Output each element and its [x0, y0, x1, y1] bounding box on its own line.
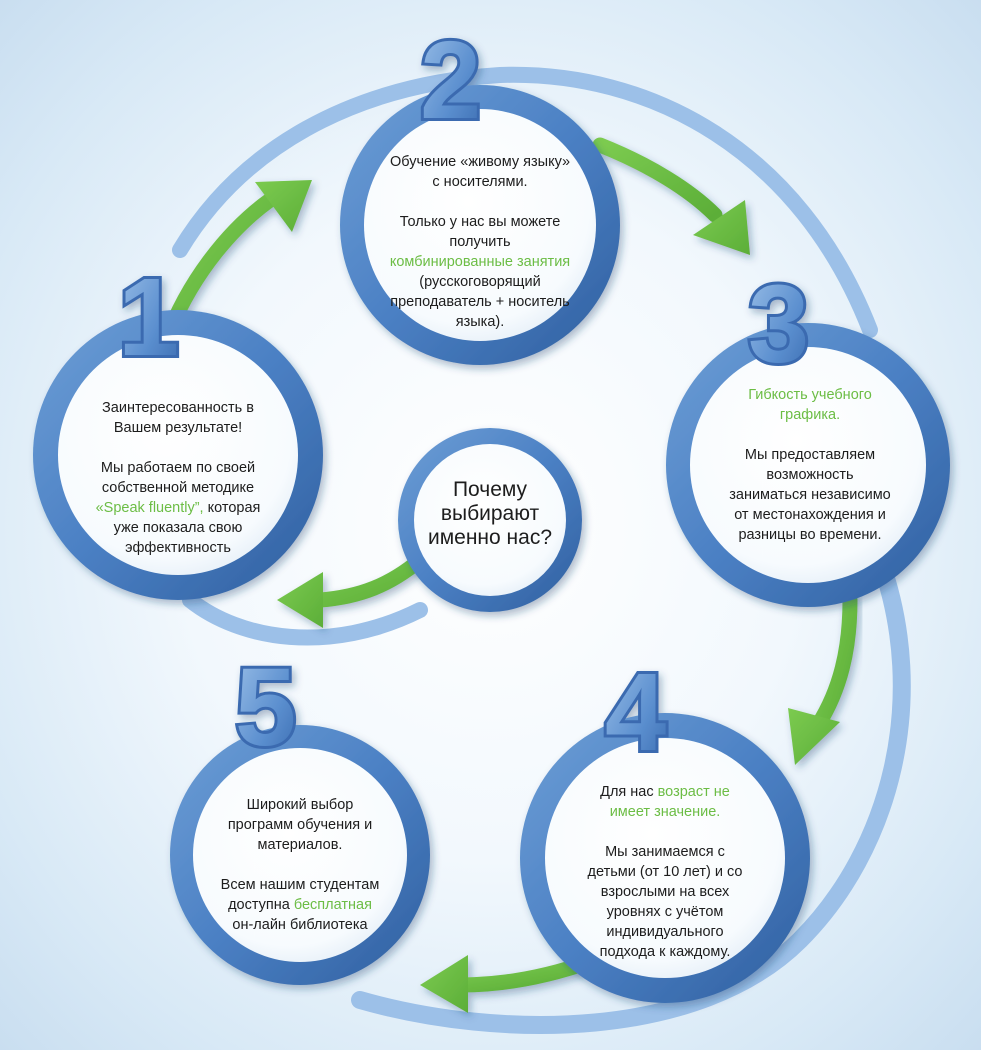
step-3-highlight-1: Гибкость учебного [748, 387, 872, 403]
step-3-line-1: Мы предоставляем [744, 447, 876, 463]
step-5-line-4: Всем нашим студентам [220, 877, 380, 893]
step-3-line-5: разницы во времени. [738, 527, 882, 543]
step-3-line-4: от местонахождения и [734, 507, 886, 523]
center-line-2: выбирают [440, 502, 540, 525]
step-2-line-3: Только у нас вы можете [399, 214, 561, 230]
step-1-line-5: «Speak fluently”, которая [78, 498, 278, 518]
step-4-highlight-1: возраст не [657, 784, 730, 800]
step-2-line-6: преподаватель + носитель [390, 294, 570, 310]
arrow-2-to-3 [592, 137, 750, 255]
step-4-line-0: Для нас возраст не [560, 782, 770, 802]
step-5-line-3: материалов. [257, 837, 343, 853]
step-1-line-2: Вашем результате! [113, 420, 243, 436]
step-5-line-1: Широкий выбор [246, 797, 354, 813]
step-4-line-3: взрослыми на всех [600, 884, 730, 900]
step-5-line-2: программ обучения и [227, 817, 373, 833]
step-3-line-3: заниматься независимо [729, 487, 891, 503]
step-1-highlight: «Speak fluently”, [95, 500, 204, 516]
step-2-line-7: языка). [455, 314, 505, 330]
step-1-line-4: собственной методике [101, 480, 255, 496]
step-1-line-1: Заинтересованность в [102, 400, 254, 416]
step-3-node: 3 [666, 260, 950, 607]
step-4-text: Для нас возраст не имеет значение. Мы за… [560, 782, 770, 962]
center-question: Почему выбирают именно нас? [415, 478, 565, 550]
outer-ring [172, 66, 911, 1034]
step-3-highlight-2: графика. [779, 407, 841, 423]
step-5-text: Широкий выбор программ обучения и матери… [205, 795, 395, 935]
step-5-line-6: он-лайн библиотека [232, 917, 368, 933]
step-1-line-5-rest: которая [203, 500, 261, 516]
step-5-node: 5 [170, 643, 430, 985]
step-3-text: Гибкость учебного графика. Мы предоставл… [705, 385, 915, 545]
arrow-4-to-5 [420, 955, 588, 1013]
step-4-number: 4 [605, 651, 666, 774]
step-4-line-5: индивидуального [606, 924, 724, 940]
step-1-text: Заинтересованность в Вашем результате! М… [78, 398, 278, 558]
step-2-node: 2 [340, 16, 620, 365]
step-4-highlight-2: имеет значение. [609, 804, 721, 820]
step-2-line-4: получить [449, 234, 511, 250]
arrow-3-to-4 [788, 592, 858, 765]
step-1-number: 1 [118, 256, 179, 379]
step-4-line-1: Мы занимаемся с [605, 844, 725, 860]
step-2-line-1: Обучение «живому языку» [389, 154, 571, 170]
step-1-node: 1 [33, 253, 323, 600]
step-5-line-5-pre: доступна [228, 897, 294, 913]
step-1-line-7: эффективность [125, 540, 231, 556]
step-1-line-3: Мы работаем по своей [100, 460, 256, 476]
step-4-line-6: подхода к каждому. [599, 944, 731, 960]
step-5-number: 5 [235, 646, 296, 769]
step-2-line-5: (русскоговорящий [419, 274, 541, 290]
step-5-highlight: бесплатная [293, 897, 372, 913]
arrow-1-to-2 [162, 180, 312, 338]
step-2-number: 2 [420, 19, 481, 142]
center-line-1: Почему [452, 478, 528, 501]
arrow-center-to-1 [277, 552, 428, 628]
step-3-line-2: возможность [766, 467, 854, 483]
center-line-3: именно нас? [427, 526, 552, 549]
step-2-text: Обучение «живому языку» с носителями. То… [375, 152, 585, 332]
step-4-line-2: детьми (от 10 лет) и со [587, 864, 743, 880]
step-5-line-5: доступна бесплатная [205, 895, 395, 915]
step-4-line-0-pre: Для нас [600, 784, 658, 800]
step-1-line-6: уже показала свою [113, 520, 243, 536]
center-node [398, 428, 582, 612]
step-4-node: 4 [520, 648, 810, 1003]
step-2-highlight: комбинированные занятия [389, 254, 571, 270]
step-4-line-4: уровнях с учётом [606, 904, 724, 920]
step-2-line-2: с носителями. [432, 174, 528, 190]
step-3-number: 3 [748, 263, 809, 386]
